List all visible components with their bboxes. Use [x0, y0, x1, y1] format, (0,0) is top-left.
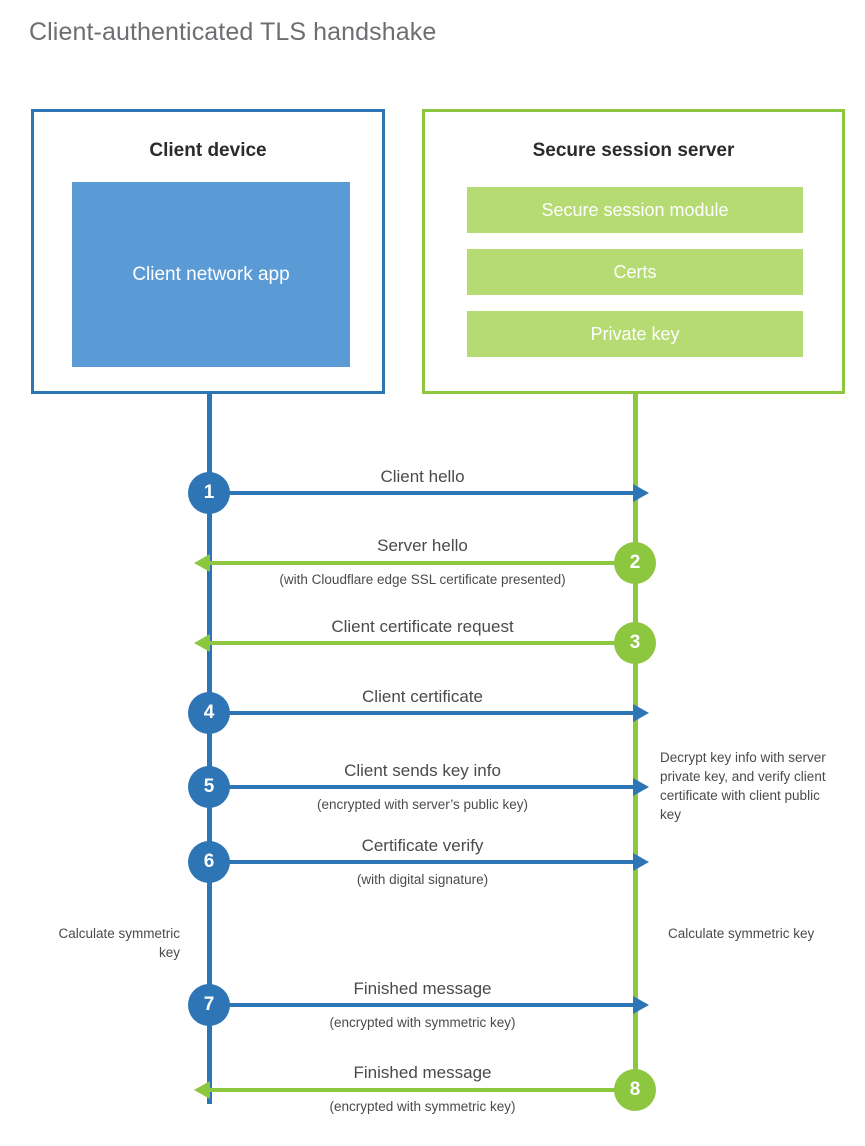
step-3-label: Client certificate request	[331, 617, 514, 636]
step-4-label: Client certificate	[362, 687, 483, 706]
step-6-label: Certificate verify	[361, 836, 484, 855]
arrow-head-left-icon	[194, 554, 210, 572]
step-5-arrow	[209, 778, 649, 796]
step-5-badge: 5	[188, 766, 230, 808]
step-7-arrow	[209, 996, 649, 1014]
secure-session-server-box: Secure session server Secure session mod…	[422, 109, 845, 394]
step-7-badge: 7	[188, 984, 230, 1026]
step-8-sublabel: (encrypted with symmetric key)	[329, 1099, 516, 1114]
step-6-badge: 6	[188, 841, 230, 883]
client-device-title: Client device	[149, 140, 267, 161]
step-6-sublabel: (with digital signature)	[356, 872, 489, 887]
arrow-head-left-icon	[194, 634, 210, 652]
step-8-arrow	[194, 1081, 634, 1099]
step-2-label: Server hello	[377, 536, 468, 555]
step-2-sublabel: (with Cloudflare edge SSL certificate pr…	[279, 572, 566, 587]
step-3-arrow	[194, 634, 634, 652]
step-7-sublabel: (encrypted with symmetric key)	[329, 1015, 516, 1030]
arrow-head-right-icon	[633, 778, 649, 796]
client-device-box: Client device Client network app	[31, 109, 385, 394]
step-5-label: Client sends key info	[344, 761, 501, 780]
step-1-label: Client hello	[380, 467, 465, 486]
note-calculate-symmetric-key-client: Calculate symmetric key	[58, 926, 180, 960]
secure-session-server-title: Secure session server	[532, 140, 735, 161]
step-8-label: Finished message	[353, 1063, 492, 1082]
arrow-head-right-icon	[633, 996, 649, 1014]
step-7-label: Finished message	[353, 979, 492, 998]
arrow-head-right-icon	[633, 853, 649, 871]
step-4-badge: 4	[188, 692, 230, 734]
step-8-badge: 8	[614, 1069, 656, 1111]
step-1-badge: 1	[188, 472, 230, 514]
server-lifeline	[633, 394, 638, 1093]
step-3-badge: 3	[614, 622, 656, 664]
step-2-arrow	[194, 554, 634, 572]
step-6-arrow	[209, 853, 649, 871]
note-calculate-symmetric-key-server: Calculate symmetric key	[668, 926, 815, 941]
arrow-head-right-icon	[633, 704, 649, 722]
server-component-private-key: Private key	[467, 311, 803, 357]
step-4-arrow	[209, 704, 649, 722]
server-component-secure-session-module: Secure session module	[467, 187, 803, 233]
arrow-head-left-icon	[194, 1081, 210, 1099]
note-decrypt-key-info: Decrypt key info with server private key…	[660, 750, 826, 822]
server-component-certs: Certs	[467, 249, 803, 295]
client-lifeline	[207, 394, 212, 1104]
page-title: Client-authenticated TLS handshake	[29, 18, 437, 46]
step-5-sublabel: (encrypted with server’s public key)	[316, 797, 529, 812]
step-1-arrow	[209, 484, 649, 502]
step-2-badge: 2	[614, 542, 656, 584]
client-network-app-block: Client network app	[72, 182, 350, 367]
arrow-head-right-icon	[633, 484, 649, 502]
